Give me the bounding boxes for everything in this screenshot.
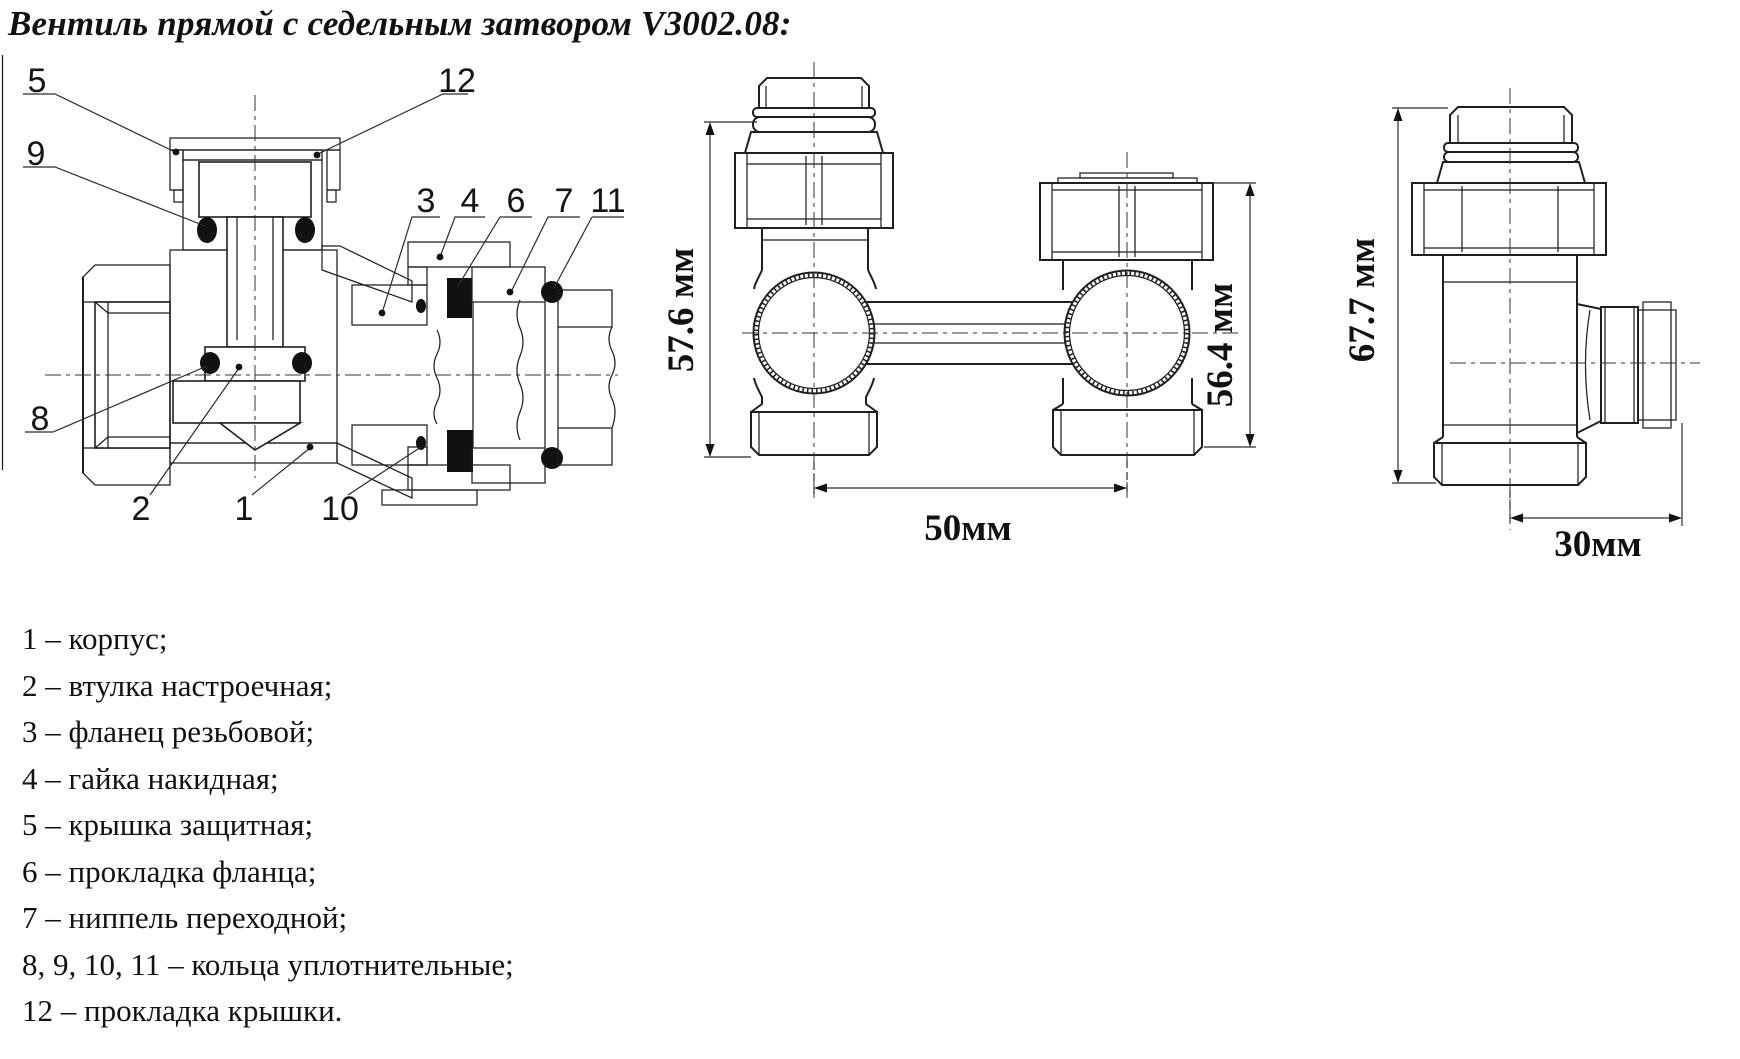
side-view-drawing: 67.7 мм 30мм	[1342, 88, 1700, 565]
side-valve-body	[1411, 106, 1607, 486]
callout-12: 12	[438, 62, 476, 100]
o-rings	[197, 217, 315, 374]
callout-labels: 5 12 9 3 4 6 7 11 8 2 1 10	[27, 62, 626, 528]
dim-label-57-6: 57.6 мм	[661, 248, 702, 372]
dim-label-67-7: 67.7 мм	[1342, 238, 1383, 362]
callout-9: 9	[27, 135, 46, 173]
callout-1: 1	[235, 490, 254, 528]
callout-6: 6	[507, 182, 526, 220]
dim-50: 50мм	[813, 460, 1128, 549]
legend-item: 7 – ниппель переходной;	[22, 900, 348, 935]
small-seal-ring-bottom	[416, 436, 426, 450]
callout-3: 3	[417, 182, 436, 220]
dim-label-30: 30мм	[1554, 524, 1641, 565]
legend-item: 3 – фланец резьбовой;	[22, 714, 315, 749]
small-seal-ring-top	[416, 299, 426, 313]
callout-7: 7	[555, 182, 574, 220]
legend-item: 4 – гайка накидная;	[22, 760, 279, 796]
parts-legend: 1 – корпус; 2 – втулка настроечная; 3 – …	[22, 616, 514, 1035]
callout-2: 2	[132, 490, 151, 528]
bridge	[865, 301, 1073, 365]
cap-gasket	[182, 149, 323, 161]
mating-fitting	[557, 289, 616, 466]
callout-11: 11	[590, 182, 625, 220]
callout-10: 10	[321, 490, 359, 528]
callout-leaders	[23, 93, 624, 496]
legend-item: 1 – корпус;	[22, 621, 168, 656]
front-view-drawing: 57.6 мм 56.4 мм 50мм	[661, 62, 1256, 549]
cross-section-drawing: 5 12 9 3 4 6 7 11 8 2 1 10	[1, 55, 626, 528]
callout-8: 8	[31, 400, 50, 438]
dim-label-50: 50мм	[924, 508, 1011, 549]
o-ring-11-top	[541, 281, 563, 303]
page-title: Вентиль прямой с седельным затвором V300…	[8, 4, 792, 43]
legend-item: 6 – прокладка фланца;	[22, 853, 317, 889]
dim-label-56-4: 56.4 мм	[1200, 283, 1241, 407]
legend-item: 12 – прокладка крышки.	[22, 993, 343, 1028]
legend-item: 2 – втулка настроечная;	[22, 667, 333, 703]
break-lines	[433, 299, 524, 441]
dim-57-6: 57.6 мм	[661, 121, 757, 458]
dim-56-4: 56.4 мм	[1200, 182, 1256, 448]
legend-item: 8, 9, 10, 11 – кольца уплотнительные;	[22, 946, 514, 982]
knurled-knob	[1576, 301, 1677, 434]
callout-4: 4	[461, 182, 480, 220]
dim-67-7: 67.7 мм	[1342, 107, 1448, 484]
legend-item: 5 – крышка защитная;	[22, 807, 314, 842]
stem-and-sleeve	[172, 161, 312, 451]
threaded-flange	[351, 284, 428, 466]
o-ring-11-bottom	[541, 447, 563, 469]
callout-5: 5	[28, 62, 47, 100]
dim-30: 30мм	[1509, 423, 1683, 565]
